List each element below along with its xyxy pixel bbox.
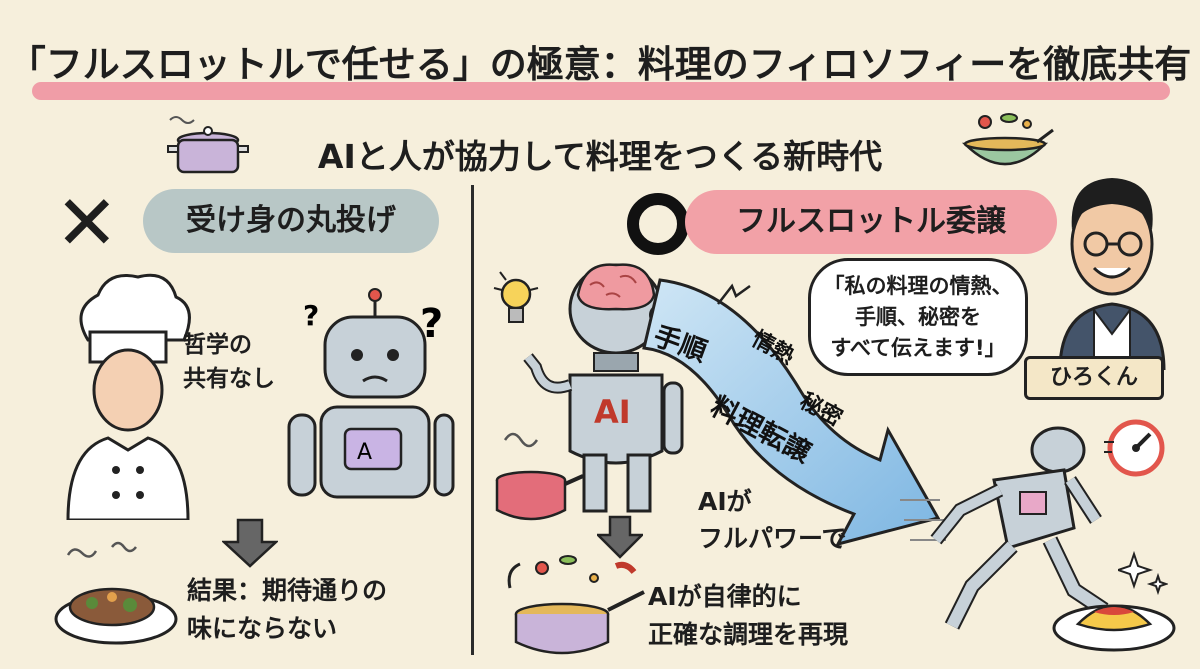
subtitle: AIと人が協力して料理をつくる新時代	[317, 137, 883, 176]
down-arrow-icon	[222, 518, 278, 568]
person-avatar	[1058, 178, 1166, 370]
chef-figure	[66, 273, 191, 520]
note-line-2: 共有なし	[183, 366, 275, 392]
circle-mark-icon	[627, 193, 689, 255]
svg-text:?: ?	[420, 301, 443, 347]
cooking-pot-icon	[507, 555, 645, 655]
svg-text:?: ?	[303, 299, 319, 332]
person-name-tag: ひろくん	[1024, 356, 1164, 400]
ai-autonomous-text: AIが自律的に 正確な調理を再現	[648, 578, 848, 654]
right-heading: フルスロットル委譲	[685, 190, 1057, 254]
left-result-text: 結果：期待通りの 味にならない	[187, 572, 387, 648]
main-title: 「フルスロットルで任せる」の極意：料理のフィロソフィーを徹底共有	[8, 43, 1192, 86]
sparkle-icon	[1118, 550, 1168, 596]
speech-line-2: 手順、秘密を	[855, 305, 981, 329]
robot-screen-text: A	[357, 440, 372, 465]
down-arrow-icon-right	[597, 515, 643, 559]
full-line-1: AIが	[698, 487, 752, 516]
result-line-1: 結果：期待通りの	[187, 576, 388, 605]
speech-bubble: 「私の料理の情熱、 手順、秘密を すべて伝えます!」	[808, 258, 1028, 376]
note-line-1: 哲学の	[183, 332, 252, 358]
speech-line-1: 「私の料理の情熱、	[823, 274, 1013, 298]
full-line-2: フルパワーで	[698, 524, 847, 553]
robot-ai-label: AI	[594, 393, 631, 431]
cross-mark-icon: ✕	[55, 178, 119, 267]
speedometer-icon	[1104, 419, 1165, 477]
omelette-dish-icon	[1052, 604, 1176, 652]
lightbulb-icon	[493, 271, 539, 323]
auto-line-2: 正確な調理を再現	[648, 620, 849, 649]
result-line-2: 味にならない	[187, 614, 338, 643]
running-robot	[900, 426, 1109, 630]
pot-icon	[167, 116, 249, 174]
messy-dish-icon	[54, 541, 178, 645]
salad-bowl-icon	[961, 113, 1054, 166]
auto-line-1: AIが自律的に	[648, 582, 802, 611]
left-heading: 受け身の丸投げ	[143, 189, 439, 253]
center-divider	[471, 185, 474, 655]
whisk-icon	[717, 283, 751, 305]
title-highlight	[32, 82, 1170, 100]
transfer-arrow	[642, 278, 940, 547]
speech-line-3: すべて伝えます!」	[830, 336, 1006, 360]
ai-full-power-text: AIが フルパワーで	[698, 483, 847, 557]
confused-robot: ? ? A	[287, 288, 455, 499]
red-pot-icon	[495, 432, 584, 521]
no-philosophy-note: 哲学の 共有なし	[183, 328, 275, 396]
